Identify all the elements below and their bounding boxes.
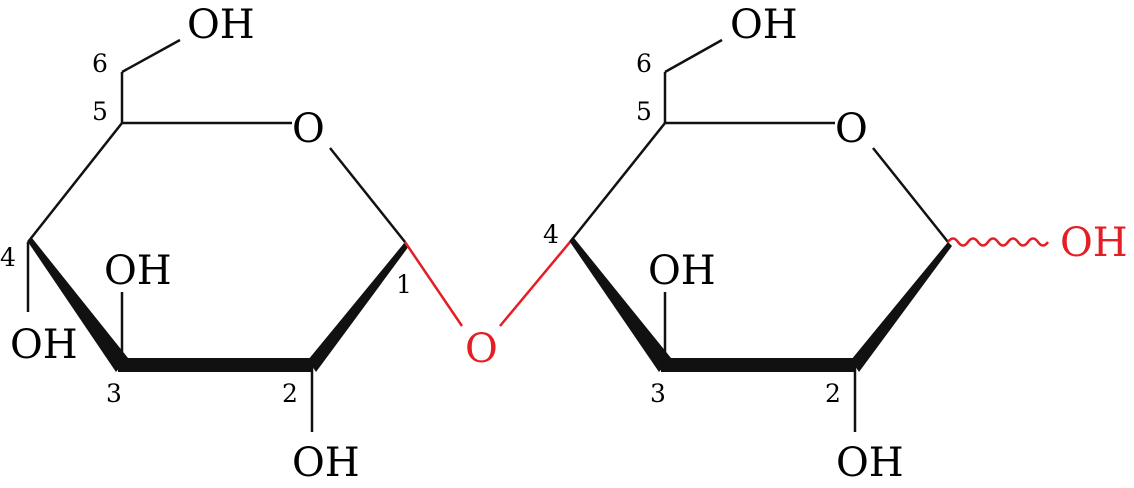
carbon-number-5: 5 [92, 97, 108, 126]
ring-oxygen: O [292, 106, 325, 152]
carbon-number-6: 6 [636, 49, 652, 78]
c6-hydroxyl: OH [730, 2, 798, 48]
anomeric-hydroxyl: OH [1060, 220, 1128, 266]
carbon-number-1: 1 [396, 270, 412, 299]
bond-o-c1 [329, 147, 406, 243]
c3-hydroxyl: OH [648, 248, 716, 294]
wedge-c2-c3 [661, 358, 855, 372]
wedge-c3-c4 [570, 238, 671, 372]
bond-c4-c5 [27, 122, 123, 243]
ring-oxygen: O [835, 106, 868, 152]
carbon-number-6: 6 [92, 49, 108, 78]
bond-c1-bridge-o [403, 241, 464, 327]
c4-hydroxyl: OH [10, 322, 78, 368]
c3-hydroxyl: OH [104, 248, 172, 294]
carbon-number-4: 4 [0, 243, 16, 272]
bridge-oxygen: O [465, 326, 498, 372]
bond-bridge-o-c4 [499, 241, 571, 327]
carbon-number-2: 2 [825, 379, 841, 408]
glycosidic-linkage: O [403, 241, 571, 372]
wedge-c2-c3 [118, 358, 312, 372]
bond-c6-oh [121, 38, 181, 74]
wedge-c3-c4 [28, 238, 128, 372]
carbon-number-3: 3 [106, 379, 122, 408]
wedge-c1-c2 [851, 242, 952, 372]
carbon-number-3: 3 [650, 379, 666, 408]
bond-c4-c5 [569, 122, 666, 243]
c2-hydroxyl: OH [836, 440, 904, 486]
bond-c6-oh [664, 38, 723, 74]
bond-o-c1 [872, 147, 949, 243]
left-glucose-ring: OH O OH OH OH 6 5 4 3 2 1 [0, 2, 412, 486]
c6-hydroxyl: OH [187, 2, 255, 48]
carbon-number-5: 5 [636, 97, 652, 126]
carbon-number-4: 4 [543, 220, 559, 249]
carbon-number-2: 2 [282, 379, 298, 408]
right-glucose-ring: OH O OH OH OH 6 5 4 3 2 [543, 2, 1128, 486]
wedge-c1-c2 [308, 242, 409, 372]
c2-hydroxyl: OH [292, 440, 360, 486]
wavy-anomeric-bond [946, 237, 1050, 247]
